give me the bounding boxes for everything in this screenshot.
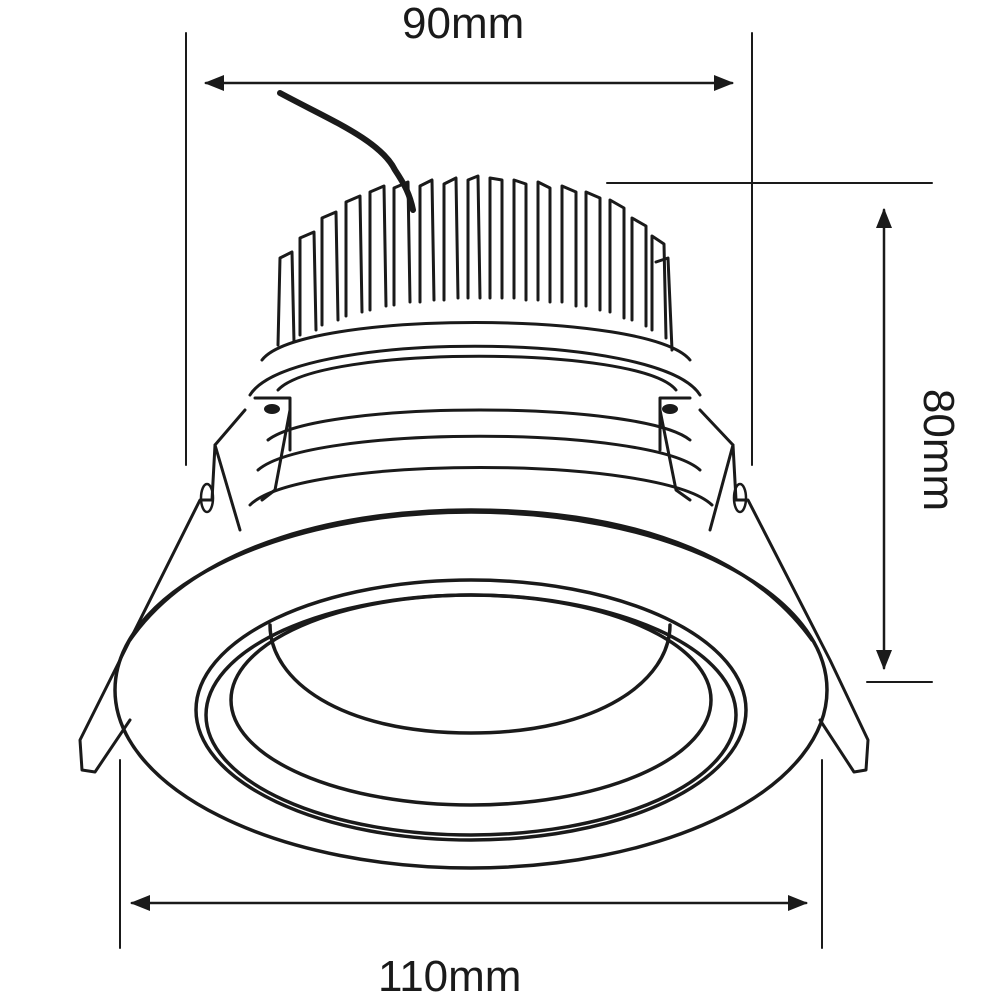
lens [268, 623, 672, 735]
reflector-rings [194, 578, 748, 842]
width-top-extension-lines [185, 32, 753, 466]
height-label: 80mm [914, 388, 964, 512]
width-bottom-label: 110mm [378, 952, 522, 1001]
spring-clip-right [658, 396, 870, 774]
body-housing [248, 398, 714, 507]
width-top-label: 90mm [402, 0, 525, 48]
width-bottom-extension-lines [119, 759, 823, 949]
heatsink-fins [276, 174, 674, 352]
heatsink-base-ring [248, 321, 702, 397]
screw-hole-left [264, 404, 280, 414]
height-extension-lines [606, 182, 933, 683]
spring-clip-left [78, 396, 292, 774]
trim-flange [113, 508, 829, 870]
screw-hole-right [662, 404, 678, 414]
